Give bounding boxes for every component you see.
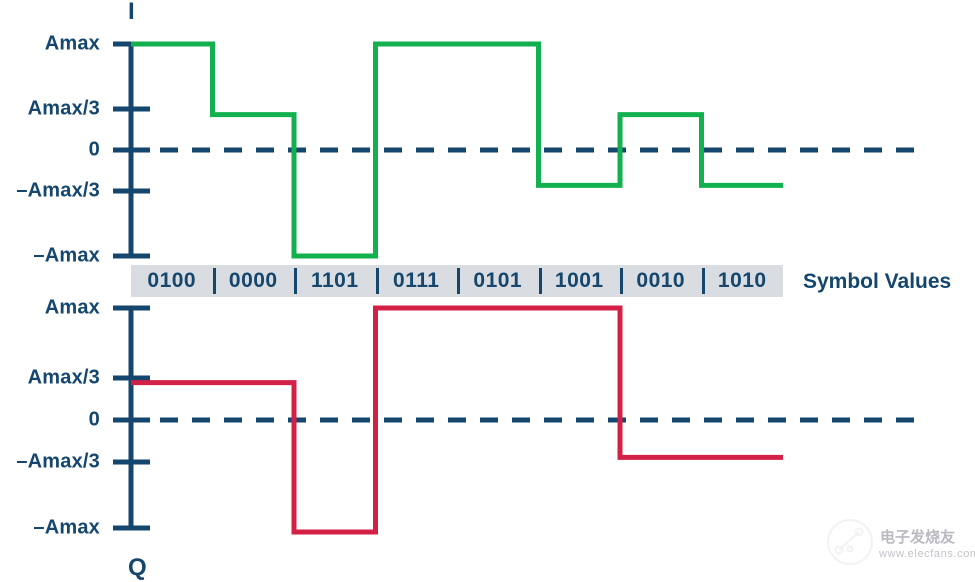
symbol-cell: 0000: [212, 265, 295, 297]
q-tick-label-zero: 0: [88, 408, 100, 431]
watermark-url-text: www.elecfans.com: [879, 548, 975, 560]
symbol-cell: 1101: [294, 265, 376, 297]
i-tick-label-neg-amax-third: –Amax/3: [16, 179, 100, 202]
q-waveform-trace: [131, 305, 783, 535]
i-channel-label: I: [128, 0, 135, 25]
i-waveform-trace: [131, 41, 783, 259]
i-tick-label-amax-third: Amax/3: [27, 97, 100, 120]
symbol-cell: 0010: [620, 265, 702, 297]
q-tick-label-amax-third: Amax/3: [27, 366, 100, 389]
symbol-cell: 0111: [375, 265, 458, 297]
i-tick-label-zero: 0: [88, 138, 100, 161]
watermark-brand-text: 电子发烧友: [880, 529, 956, 546]
symbol-cell: 1001: [538, 265, 621, 297]
symbol-cell: 0100: [147, 269, 197, 292]
q-tick-label-neg-amax-third: –Amax/3: [16, 450, 100, 473]
symbol-values-label: Symbol Values: [803, 270, 952, 293]
symbol-cell: 0101: [457, 265, 539, 297]
i-tick-label-amax: Amax: [44, 32, 100, 55]
symbol-cell: 1010: [701, 265, 784, 297]
q-tick-label-amax: Amax: [44, 296, 100, 319]
q-tick-label-neg-amax: –Amax: [33, 516, 100, 539]
q-channel-label: Q: [128, 554, 147, 581]
watermark-logo-icon: [827, 519, 873, 565]
i-tick-label-neg-amax: –Amax: [33, 244, 100, 267]
